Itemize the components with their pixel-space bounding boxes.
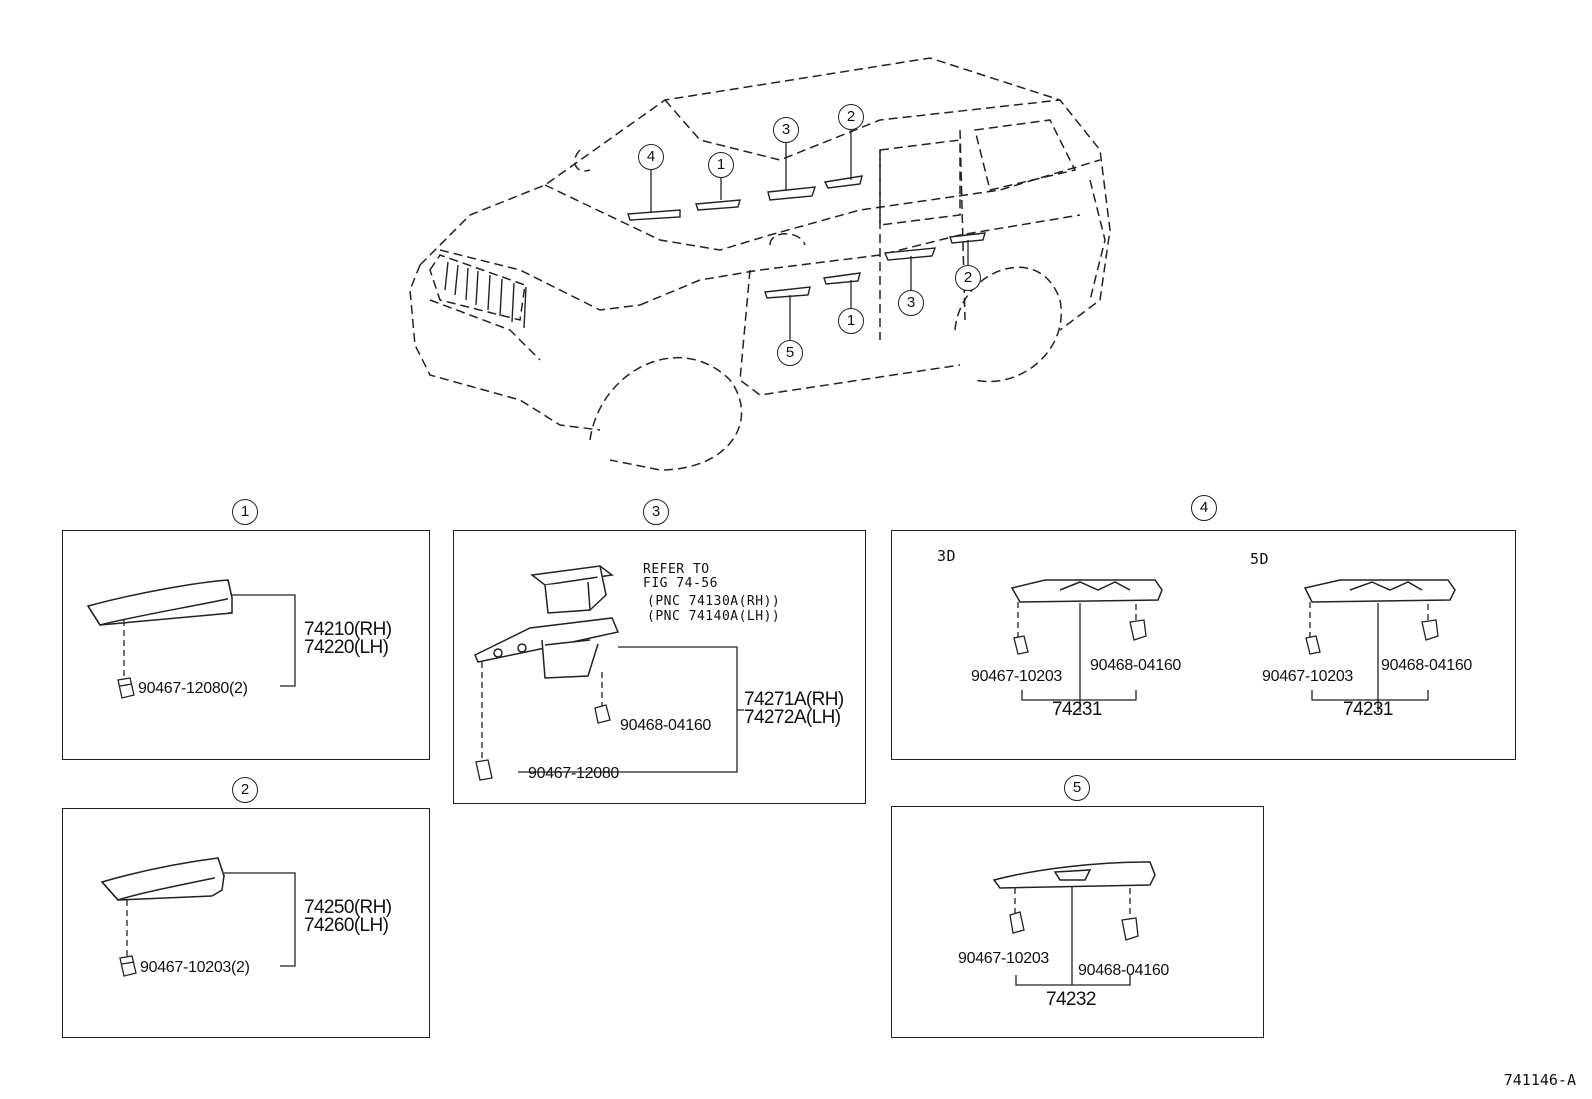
vehicle-callout-2b: 2 — [955, 265, 981, 291]
refer-note-line-1: REFER TO — [643, 562, 710, 577]
clip-part-number-b: 90468-04160 — [1078, 962, 1170, 979]
clip-part-number-a: 90467-10203 — [958, 950, 1050, 967]
variant-3d-label: 3D — [937, 547, 957, 565]
part-number-74272A: 74272A(LH) — [744, 707, 841, 728]
vehicle-callout-1b: 1 — [838, 308, 864, 334]
clip-part-number-3d-b: 90468-04160 — [1090, 657, 1182, 674]
grille — [444, 261, 527, 329]
variant-5d-label: 5D — [1250, 550, 1270, 568]
vehicle-callout-2: 2 — [838, 104, 864, 130]
clip-part-number-5d-b: 90468-04160 — [1381, 657, 1473, 674]
panel-3 — [453, 530, 866, 804]
clip-part-number-b: 90467-12080 — [528, 765, 620, 782]
part-number-74231-5d: 74231 — [1343, 699, 1393, 720]
refer-note-line-3: (PNC 74130A(RH)) — [647, 594, 781, 609]
vehicle-callout-3: 3 — [773, 117, 799, 143]
part-number-74220: 74220(LH) — [304, 637, 389, 658]
figure-id: 741146-A — [1503, 1071, 1576, 1089]
clip-90467-10203-drawing — [119, 955, 137, 977]
panel-4 — [891, 530, 1516, 760]
clip-part-number: 90467-12080(2) — [138, 680, 248, 697]
vehicle-switch-bases — [627, 175, 986, 299]
refer-note-line-4: (PNC 74140A(LH)) — [647, 609, 781, 624]
part-74271A-switch-base — [474, 617, 620, 679]
clip-part-number-a: 90468-04160 — [620, 717, 712, 734]
vehicle-leaders — [650, 130, 969, 340]
panel-5 — [891, 806, 1264, 1038]
refer-note-line-2: FIG 74-56 — [643, 576, 718, 591]
part-74232-drawing — [992, 861, 1156, 889]
part-74231-5d-drawing — [1303, 579, 1456, 603]
part-74210-switch-base — [86, 579, 233, 626]
clip-part-number: 90467-10203(2) — [140, 959, 250, 976]
panel-3-callout: 3 — [643, 499, 669, 525]
panel-1 — [62, 530, 430, 760]
clip-90467-12080-drawing — [117, 677, 135, 699]
part-number-74271A: 74271A(RH) — [744, 689, 844, 710]
panel-2-callout: 2 — [232, 777, 258, 803]
vehicle-callout-1: 1 — [708, 152, 734, 178]
clip-part-number-3d-a: 90467-10203 — [971, 668, 1063, 685]
part-number-74232: 74232 — [1046, 989, 1096, 1010]
panel-5-callout: 5 — [1064, 775, 1090, 801]
panel-2 — [62, 808, 430, 1038]
window-switch-drawing — [530, 565, 614, 614]
part-74231-3d-drawing — [1010, 579, 1163, 603]
vehicle-callout-5: 5 — [777, 340, 803, 366]
panel-1-callout: 1 — [232, 499, 258, 525]
part-number-74250: 74250(RH) — [304, 897, 392, 918]
part-number-74231-3d: 74231 — [1052, 699, 1102, 720]
vehicle-callout-3b: 3 — [898, 290, 924, 316]
part-number-74260: 74260(LH) — [304, 915, 389, 936]
vehicle-callout-4: 4 — [638, 144, 664, 170]
part-number-74210: 74210(RH) — [304, 619, 392, 640]
part-74250-switch-base — [100, 857, 225, 901]
panel-4-callout: 4 — [1191, 495, 1217, 521]
vehicle-outline — [409, 57, 1111, 471]
clip-part-number-5d-a: 90467-10203 — [1262, 668, 1354, 685]
